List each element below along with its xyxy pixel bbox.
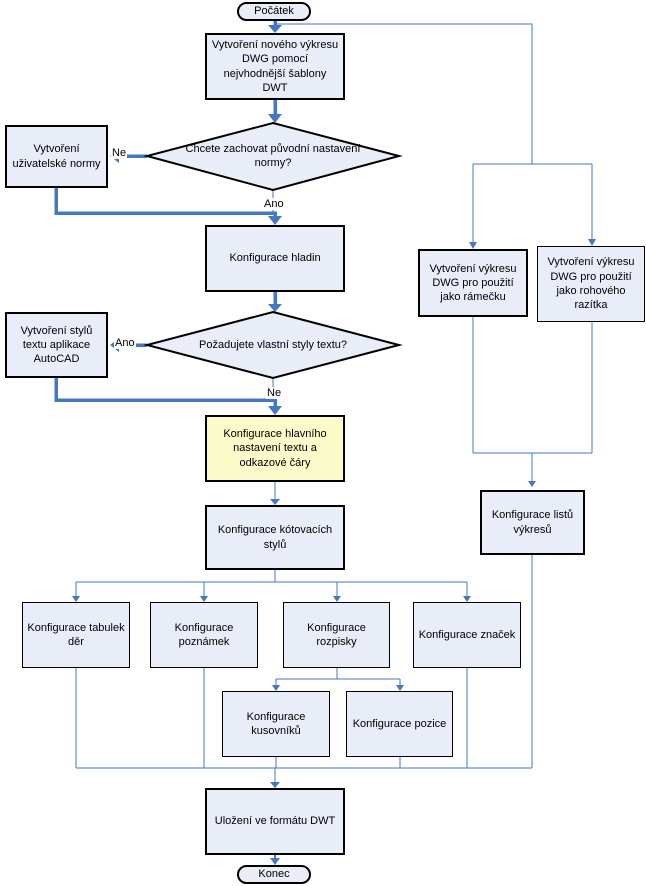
process-create-user-standard: Vytvoření uživatelské normy	[5, 125, 108, 188]
decision-keep-standard-label: Chcete zachovat původní nastavení normy?	[185, 143, 361, 169]
process-configure-layers: Konfigurace hladin	[205, 225, 345, 292]
process-configure-parts-list: Konfigurace rozpisky	[283, 602, 390, 668]
process-save-dwt: Uložení ve formátu DWT	[205, 788, 345, 855]
process-configure-dim-styles: Konfigurace kótovacích stylů	[205, 505, 345, 570]
decision-keep-standard-diamond	[143, 121, 403, 192]
edge-label-yes-1: Ano	[263, 198, 285, 211]
process-configure-boms: Konfigurace kusovníků	[222, 691, 330, 757]
decision-own-text-styles-diamond	[143, 310, 403, 380]
process-create-border-dwg: Vytvoření výkresu DWG pro použití jako r…	[418, 249, 528, 317]
process-configure-text-leader: Konfigurace hlavního nastavení textu a o…	[205, 415, 345, 482]
terminator-start: Počátek	[237, 2, 311, 21]
process-create-titleblock-dwg: Vytvoření výkresu DWG pro použití jako r…	[537, 246, 645, 322]
edge-label-no-1: Ne	[111, 147, 128, 160]
process-create-text-styles: Vytvoření stylů textu aplikace AutoCAD	[5, 312, 108, 378]
edge-label-yes-2: Ano	[114, 337, 136, 350]
process-create-drawing: Vytvoření nového výkresu DWG pomocí nejv…	[205, 33, 345, 100]
process-configure-hole-tables: Konfigurace tabulek děr	[22, 602, 130, 668]
process-configure-notes: Konfigurace poznámek	[150, 602, 258, 668]
process-configure-symbols: Konfigurace značek	[413, 602, 521, 668]
edge-label-no-2: Ne	[266, 387, 283, 400]
process-configure-sheets: Konfigurace listů výkresů	[480, 490, 585, 555]
terminator-end: Konec	[237, 865, 311, 884]
decision-own-text-styles-label: Požadujete vlastní styly textu?	[199, 339, 347, 351]
process-configure-balloons: Konfigurace pozice	[346, 691, 453, 757]
